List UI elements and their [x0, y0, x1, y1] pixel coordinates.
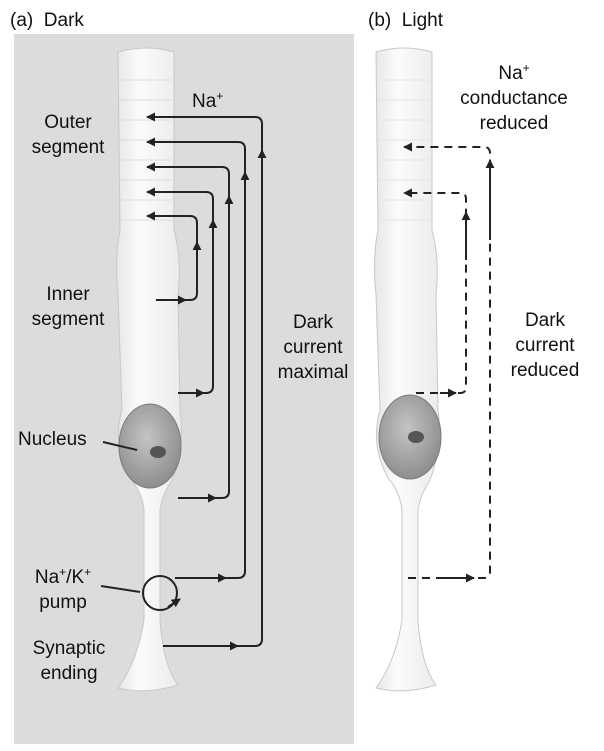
nucleolus-a: [150, 446, 166, 458]
dark-current-reduced-label: Dark current reduced: [510, 310, 580, 381]
pump-label: Na+/K+ pump: [34, 565, 92, 613]
dark-current-maximal-label: Dark current maximal: [277, 312, 349, 383]
nucleus-pointer: [102, 441, 138, 451]
current-loop-2: [146, 137, 246, 579]
current-loop-4: [146, 187, 214, 394]
rod-cell-b: [373, 47, 442, 692]
panel-b-heading: (b) Light: [368, 8, 443, 33]
rod-cell-body-b: [373, 47, 440, 692]
panel-b-title: Light: [401, 10, 443, 31]
na-ion-label-a: Na+: [192, 89, 224, 112]
na-k-pump: [100, 575, 181, 611]
current-loop-3: [146, 162, 230, 499]
rod-cell-body-a: [115, 47, 182, 692]
panel-a-tag: (a): [10, 10, 34, 31]
nucleolus-b: [408, 431, 424, 443]
outer-segment-discs-b: [378, 79, 430, 221]
reduced-current-loops: [403, 142, 495, 583]
reduced-loop-2: [403, 188, 467, 394]
panel-b-tag: (b): [368, 10, 392, 31]
outer-segment-discs-a: [120, 79, 172, 221]
synaptic-ending-label: Synaptic ending: [32, 638, 106, 684]
reduced-loop-1: [403, 142, 491, 579]
panel-a-background: [14, 34, 354, 744]
na-conductance-reduced-label: Na+ conductance reduced: [460, 61, 568, 134]
dark-current-loops: [146, 112, 267, 651]
pump-pointer: [100, 585, 141, 593]
panel-a-title: Dark: [43, 10, 84, 31]
rod-cell-a: [115, 47, 182, 692]
outer-segment-label: Outer segment: [31, 112, 105, 158]
nucleus-label: Nucleus: [18, 429, 87, 450]
pump-rotation-arrow: [167, 598, 181, 608]
panel-a-heading: (a) Dark: [10, 8, 84, 33]
nucleus-a: [118, 403, 182, 489]
inner-segment-label: Inner segment: [31, 284, 105, 330]
current-loop-1: [146, 112, 263, 647]
pump-circle: [142, 575, 178, 611]
